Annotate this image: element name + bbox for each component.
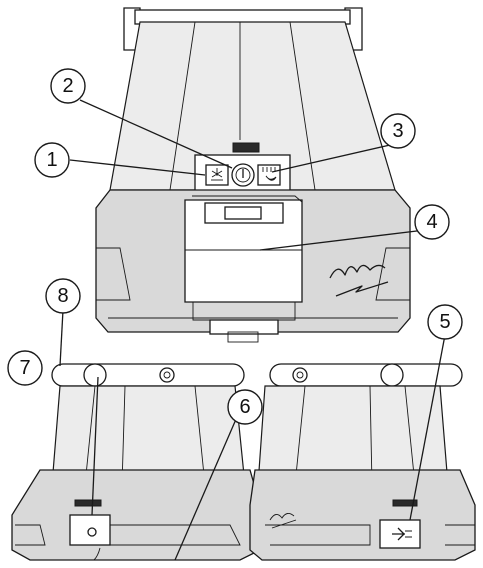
right-base xyxy=(249,469,476,561)
top-unit xyxy=(95,7,411,343)
power-icon xyxy=(235,167,251,183)
callout-7: 7 xyxy=(7,350,43,386)
callout-5: 5 xyxy=(427,304,463,340)
milwaukee-logo-small xyxy=(269,513,297,529)
callout-8: 8 xyxy=(45,278,81,314)
carry-handle xyxy=(51,363,245,387)
svg-text:2: 2 xyxy=(62,75,73,97)
plug-icon xyxy=(392,527,412,541)
callout-3: 3 xyxy=(380,113,416,149)
mode-button[interactable] xyxy=(257,164,281,186)
callout-2: 2 xyxy=(50,68,86,104)
port-icon xyxy=(87,527,97,537)
light-icon xyxy=(211,168,223,181)
moon-icon xyxy=(262,167,277,181)
svg-text:8: 8 xyxy=(57,285,68,307)
milwaukee-logo xyxy=(329,264,389,297)
svg-text:3: 3 xyxy=(392,120,403,142)
bottom-right-unit xyxy=(249,363,476,561)
callout-6: 6 xyxy=(227,389,263,425)
svg-text:4: 4 xyxy=(426,211,437,233)
svg-text:1: 1 xyxy=(46,149,57,171)
svg-text:6: 6 xyxy=(239,396,250,418)
callout-4: 4 xyxy=(414,204,450,240)
svg-text:7: 7 xyxy=(19,357,30,379)
bottom-left-unit xyxy=(11,363,261,561)
svg-text:5: 5 xyxy=(439,311,450,333)
leader-lines xyxy=(59,99,446,561)
left-base xyxy=(11,469,261,561)
left-port-cover[interactable] xyxy=(69,514,111,546)
callout-1: 1 xyxy=(34,142,70,178)
battery-pack xyxy=(184,199,303,303)
brand-tag xyxy=(232,142,260,153)
